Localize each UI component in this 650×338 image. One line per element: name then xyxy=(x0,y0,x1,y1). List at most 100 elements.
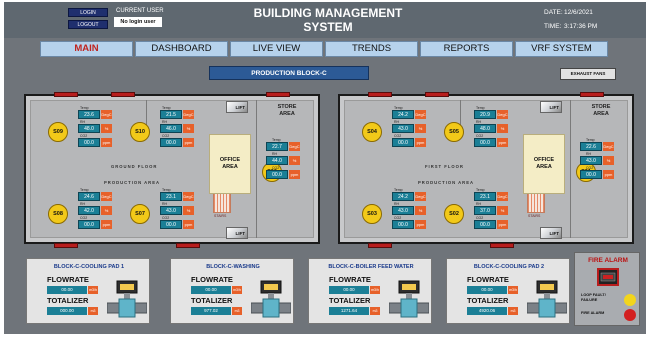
rh-value: 43.0 xyxy=(580,156,602,165)
lift-top: LIFT xyxy=(540,101,562,113)
sensor-s09[interactable]: S09 xyxy=(48,122,68,142)
param-label-co2: CO2 xyxy=(476,134,484,138)
block-selector-button[interactable]: PRODUCTION BLOCK-C xyxy=(209,66,369,80)
page-title: BUILDING MANAGEMENT SYSTEM xyxy=(230,6,426,34)
co2-unit: ppm xyxy=(497,138,508,147)
co2-value: 00.0 xyxy=(580,170,602,179)
flowrate-unit: m3/h xyxy=(508,286,518,294)
param-label-temp: Temp xyxy=(80,106,89,110)
sensor-s05[interactable]: S05 xyxy=(444,122,464,142)
tab-main[interactable]: MAIN xyxy=(40,41,133,57)
flowrate-value: 00.00 xyxy=(329,286,369,294)
partition-line xyxy=(570,100,571,238)
temp-value: 22.6 xyxy=(580,142,602,151)
rh-value: 44.0 xyxy=(266,156,288,165)
rh-value: 43.0 xyxy=(392,124,414,133)
flowrate-label: FLOWRATE xyxy=(47,275,89,284)
partition-line xyxy=(460,100,461,132)
temp-value: 23.1 xyxy=(160,192,182,201)
login-button[interactable]: LOGIN xyxy=(68,8,108,17)
flowrate-unit: m3/h xyxy=(232,286,242,294)
exhaust-fans-button[interactable]: EXHAUST FANS xyxy=(560,68,616,80)
flowrate-unit: m3/h xyxy=(370,286,380,294)
sensor-s10[interactable]: S10 xyxy=(130,122,150,142)
totalizer-label: TOTALIZER xyxy=(191,296,233,305)
rh-unit: % xyxy=(101,124,112,133)
co2-unit: ppm xyxy=(415,220,426,229)
current-user-value: No login user xyxy=(114,17,162,27)
param-label-temp: Temp xyxy=(394,188,403,192)
param-label-rh: RH xyxy=(80,120,86,124)
param-label-co2: CO2 xyxy=(162,216,170,220)
totalizer-label: TOTALIZER xyxy=(47,296,89,305)
sensor-s02[interactable]: S02 xyxy=(444,204,464,224)
temp-unit: DegC xyxy=(603,142,614,151)
totalizer-unit: m3 xyxy=(508,307,518,315)
partition-line xyxy=(256,100,257,238)
tab-reports[interactable]: REPORTS xyxy=(420,41,513,57)
co2-value: 00.0 xyxy=(78,138,100,147)
co2-unit: ppm xyxy=(101,138,112,147)
loop-fault-label: LOOP FAULT/ FAILURE xyxy=(581,293,606,302)
vent-marker xyxy=(368,243,392,248)
param-label-co2: CO2 xyxy=(272,166,280,170)
param-label-rh: RH xyxy=(476,120,482,124)
rh-value: 42.0 xyxy=(78,206,100,215)
temp-unit: DegC xyxy=(101,110,112,119)
vent-marker xyxy=(490,243,514,248)
rh-unit: % xyxy=(101,206,112,215)
co2-value: 00.0 xyxy=(78,220,100,229)
rh-value: 43.0 xyxy=(392,206,414,215)
param-label-temp: Temp xyxy=(394,106,403,110)
tab-dashboard[interactable]: DASHBOARD xyxy=(135,41,228,57)
flow-meter-icon xyxy=(526,279,568,321)
co2-value: 00.0 xyxy=(160,220,182,229)
tab-trends[interactable]: TRENDS xyxy=(325,41,418,57)
vent-marker xyxy=(266,92,290,97)
rh-unit: % xyxy=(497,124,508,133)
param-label-rh: RH xyxy=(162,120,168,124)
temp-value: 24.6 xyxy=(78,192,100,201)
loop-fault-indicator xyxy=(624,294,636,306)
sensor-s08[interactable]: S08 xyxy=(48,204,68,224)
tab-vrf-system[interactable]: VRF SYSTEM xyxy=(515,41,608,57)
temp-value: 24.2 xyxy=(392,192,414,201)
co2-unit: ppm xyxy=(183,220,194,229)
rh-value: 48.0 xyxy=(78,124,100,133)
param-label-co2: CO2 xyxy=(394,216,402,220)
sensor-s04[interactable]: S04 xyxy=(362,122,382,142)
sensor-s07[interactable]: S07 xyxy=(130,204,150,224)
param-label-temp: Temp xyxy=(476,188,485,192)
temp-unit: DegC xyxy=(183,192,194,201)
rh-unit: % xyxy=(289,156,300,165)
temp-unit: DegC xyxy=(415,192,426,201)
logout-button[interactable]: LOGOUT xyxy=(68,20,108,29)
tab-live-view[interactable]: LIVE VIEW xyxy=(230,41,323,57)
panel-title: BLOCK-C-COOLING PAD 2 xyxy=(473,264,545,270)
param-label-co2: CO2 xyxy=(586,166,594,170)
temp-value: 22.7 xyxy=(266,142,288,151)
co2-value: 00.0 xyxy=(392,138,414,147)
temp-unit: DegC xyxy=(497,192,508,201)
co2-unit: ppm xyxy=(603,170,614,179)
fire-alarm-indicator xyxy=(624,309,636,321)
co2-value: 00.0 xyxy=(160,138,182,147)
lift-top: LIFT xyxy=(226,101,248,113)
param-label-rh: RH xyxy=(394,120,400,124)
totalizer-unit: m3 xyxy=(232,307,242,315)
panel-title: BLOCK-C-BOILER FEED WATER xyxy=(328,264,414,270)
vent-marker xyxy=(368,92,392,97)
sensor-s03[interactable]: S03 xyxy=(362,204,382,224)
rh-value: 48.0 xyxy=(474,124,496,133)
stairs-label: STAIRS xyxy=(214,214,227,218)
flowrate-label: FLOWRATE xyxy=(329,275,371,284)
vent-marker xyxy=(425,92,449,97)
param-label-rh: RH xyxy=(162,202,168,206)
flowrate-value: 00.00 xyxy=(47,286,87,294)
